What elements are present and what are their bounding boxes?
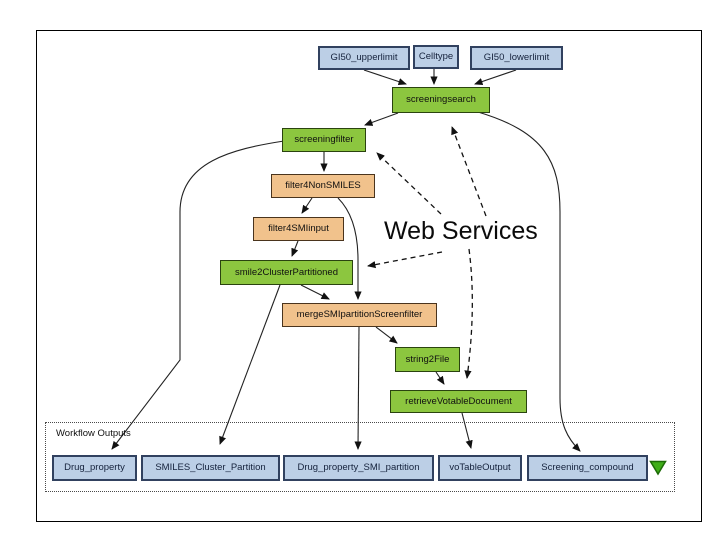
workflow-outputs-group-label: Workflow Outputs [56,428,131,439]
node-screeningsearch[interactable]: screeningsearch [392,87,490,113]
node-filter4smiinput[interactable]: filter4SMIinput [253,217,344,241]
node-output-screening-compound[interactable]: Screening_compound [527,455,648,481]
node-mergesmipartitionscreenfilter[interactable]: mergeSMIpartitionScreenfilter [282,303,437,327]
node-smile2clusterpartitioned[interactable]: smile2ClusterPartitioned [220,260,353,285]
node-output-drug-property[interactable]: Drug_property [52,455,137,481]
node-gi50-lowerlimit[interactable]: GI50_lowerlimit [470,46,563,70]
node-retrievevotabledocument[interactable]: retrieveVotableDocument [390,390,527,413]
node-output-smiles-cluster-partition[interactable]: SMILES_Cluster_Partition [141,455,280,481]
node-gi50-upperlimit[interactable]: GI50_upperlimit [318,46,410,70]
node-output-votableoutput[interactable]: voTableOutput [438,455,522,481]
workflow-outputs-group [45,422,675,492]
node-screeningfilter[interactable]: screeningfilter [282,128,366,152]
node-string2file[interactable]: string2File [395,347,460,372]
node-output-drug-property-smi-partition[interactable]: Drug_property_SMI_partition [283,455,434,481]
web-services-label: Web Services [384,217,538,245]
triangle-down-icon[interactable] [649,460,667,476]
node-celltype[interactable]: Celltype [413,45,459,69]
node-filter4nonsmiles[interactable]: filter4NonSMILES [271,174,375,198]
